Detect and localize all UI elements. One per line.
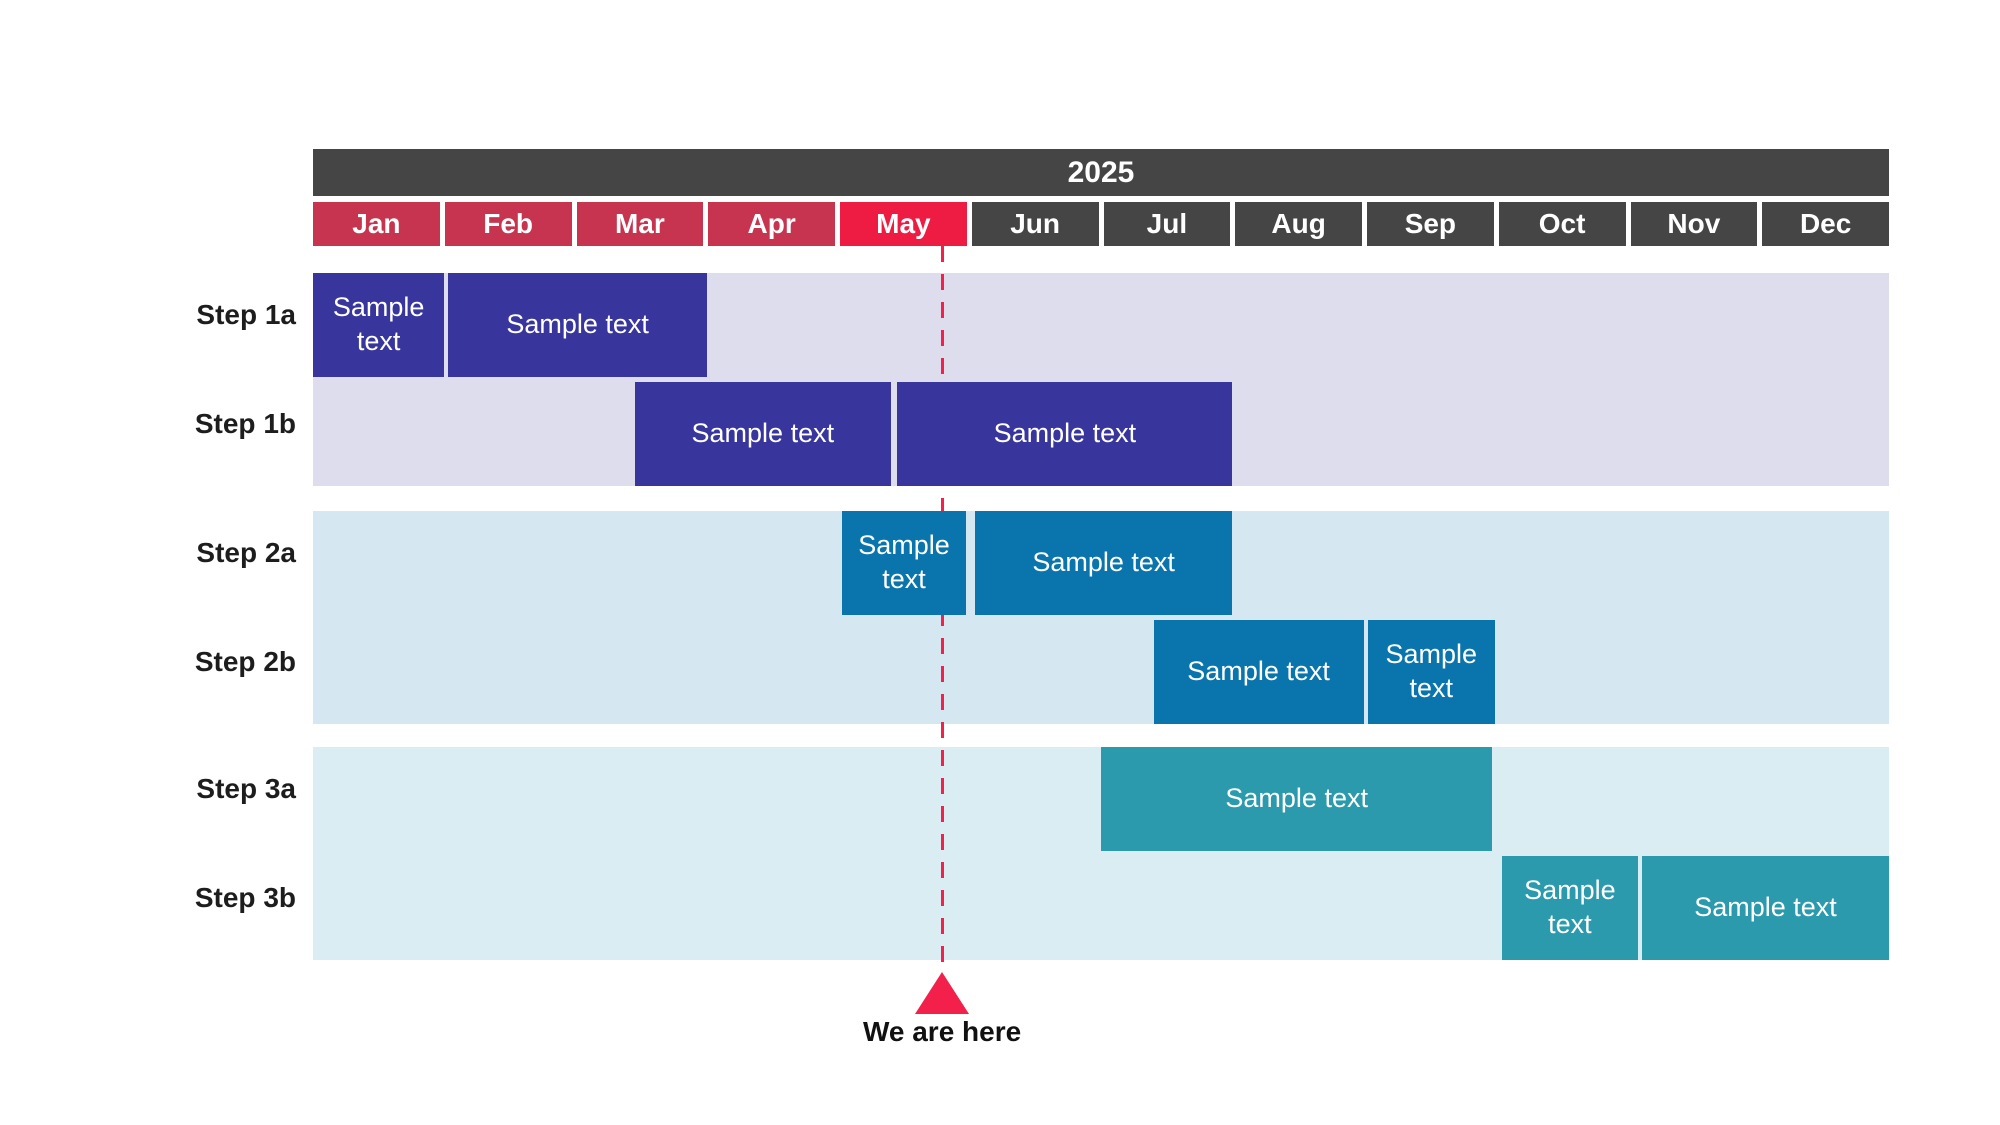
month-cell-jul: Jul xyxy=(1103,202,1231,246)
gantt-bar-step-3b-2: Sample text xyxy=(1642,856,1889,960)
gantt-bar-step-3a-1: Sample text xyxy=(1101,747,1493,851)
row-label-step-1b: Step 1b xyxy=(194,408,296,439)
month-cell-oct: Oct xyxy=(1498,202,1626,246)
row-label-step-3a: Step 3a xyxy=(196,773,296,804)
bar-label: Sample text xyxy=(993,418,1137,449)
month-cell-dec: Dec xyxy=(1762,202,1889,246)
gantt-bar-step-1a-2: Sample text xyxy=(448,273,707,377)
month-cell-sep: Sep xyxy=(1367,202,1494,246)
gantt-bar-step-1b-2: Sample text xyxy=(897,382,1233,486)
gantt-bar-step-2a-1: Sample text xyxy=(842,511,966,615)
bar-label: Sample text xyxy=(332,292,425,356)
now-marker-label: We are here xyxy=(862,1016,1022,1047)
row-label-step-2b: Step 2b xyxy=(194,646,296,677)
bar-label: Sample text xyxy=(1032,547,1175,578)
bar-label: Sample text xyxy=(858,530,950,594)
bar-label: Sample text xyxy=(1385,639,1478,703)
month-cell-apr: Apr xyxy=(708,202,835,246)
month-cell-mar: Mar xyxy=(576,202,704,246)
gantt-bar-step-2b-2: Sample text xyxy=(1367,620,1495,724)
bar-label: Sample text xyxy=(1524,875,1616,939)
year-header: 2025 xyxy=(313,149,1889,196)
gantt-bar-step-1a-1: Sample text xyxy=(313,273,445,377)
row-label-step-2a: Step 2a xyxy=(196,537,296,568)
month-cell-aug: Aug xyxy=(1235,202,1362,246)
bar-label: Sample text xyxy=(1694,892,1837,923)
bar-label: Sample text xyxy=(691,418,835,449)
month-cell-jan: Jan xyxy=(313,202,440,246)
bar-label: Sample text xyxy=(506,309,649,340)
row-label-step-1a: Step 1a xyxy=(196,299,296,330)
row-label-step-3b: Step 3b xyxy=(194,882,296,913)
now-marker-triangle xyxy=(915,972,970,1014)
gantt-bar-step-3b-1: Sample text xyxy=(1501,856,1639,960)
bar-label: Sample text xyxy=(1225,783,1368,814)
month-cell-nov: Nov xyxy=(1630,202,1758,246)
bar-label: Sample text xyxy=(1187,656,1330,687)
gantt-bar-step-2a-2: Sample text xyxy=(974,511,1233,615)
gantt-bar-step-2b-1: Sample text xyxy=(1153,620,1364,724)
month-cell-jun: Jun xyxy=(971,202,1099,246)
month-cell-feb: Feb xyxy=(444,202,572,246)
month-cell-may: May xyxy=(840,202,967,246)
gantt-bar-step-1b-1: Sample text xyxy=(634,382,891,486)
